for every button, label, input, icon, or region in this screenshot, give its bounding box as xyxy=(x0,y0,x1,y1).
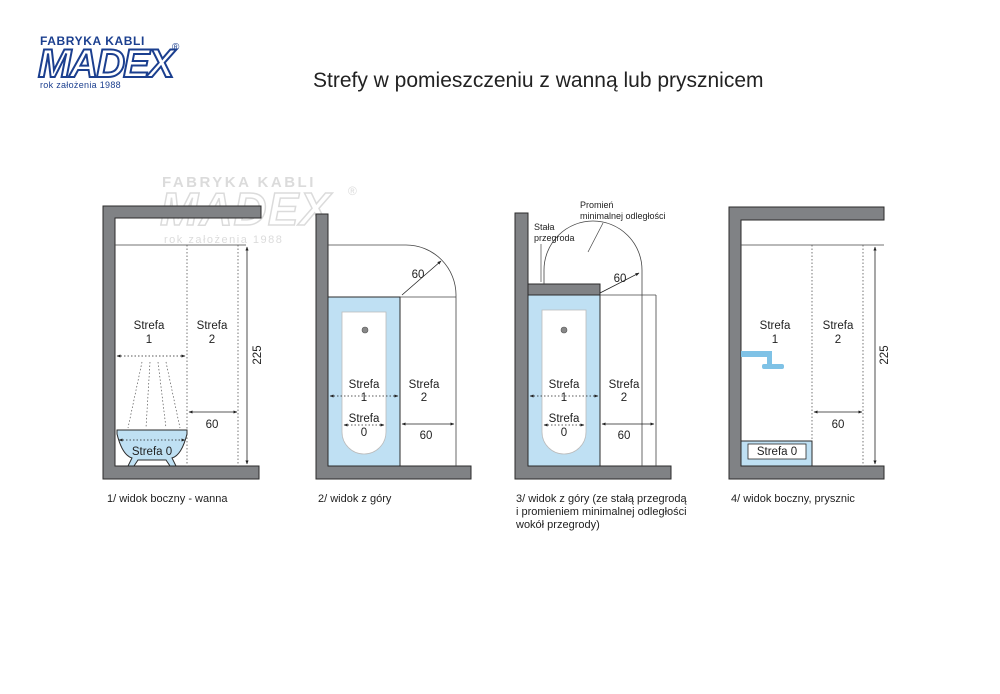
view3-drain-icon xyxy=(560,326,568,334)
view3-zone0-word: Strefa xyxy=(549,413,580,425)
view3-zone2-word: Strefa xyxy=(609,379,640,391)
view1-spray-line xyxy=(165,361,181,429)
view4-shower-head-icon xyxy=(762,364,784,369)
view4-side-shower: Strefa 1 Strefa 2 Strefa 0 60 225 xyxy=(728,206,891,480)
view3-tub-basin xyxy=(541,309,587,455)
view4-walls xyxy=(728,206,885,480)
logo-sub-text: rok założenia 1988 xyxy=(40,80,121,90)
view3-fixed-partition xyxy=(527,283,601,296)
view3-radius-arrow xyxy=(599,272,640,294)
view2-width-label: 60 xyxy=(420,430,433,442)
view4-shower-tray-inner xyxy=(747,443,807,460)
view2-zone0-number: 0 xyxy=(361,427,367,439)
view2-zone1-number: 1 xyxy=(361,392,367,404)
view1-zone1-number: 1 xyxy=(146,334,152,346)
view3-walls xyxy=(514,212,672,480)
view4-height-label: 225 xyxy=(879,345,891,364)
view2-radius-arc xyxy=(405,244,457,466)
view1-side-bathtub: Strefa 1 Strefa 2 Strefa 0 60 225 xyxy=(102,205,264,480)
view3-partition-label-line2: przegroda xyxy=(534,233,575,243)
view2-radius-label: 60 xyxy=(412,269,425,281)
view2-zone0-word: Strefa xyxy=(349,413,380,425)
view1-width-label: 60 xyxy=(206,419,219,431)
view1-spray-line xyxy=(157,361,167,429)
view4-zone1-number: 1 xyxy=(772,334,778,346)
view3-caption: 3/ widok z góry (ze stałą przegrodą i pr… xyxy=(516,493,687,532)
view3-partition-label-line1: Stała xyxy=(534,222,555,232)
watermark-sub-text: rok założenia 1988 xyxy=(164,234,284,246)
view2-drain-icon xyxy=(361,326,369,334)
view2-caption: 2/ widok z góry xyxy=(318,493,392,505)
view4-zone2-number: 2 xyxy=(835,334,841,346)
view2-tub-basin xyxy=(341,311,387,455)
logo-main-text: MADEX xyxy=(37,42,175,86)
view2-zone2-number: 2 xyxy=(421,392,427,404)
madex-logo: FABRYKA KABLI MADEX ® rok założenia 1988 xyxy=(37,34,188,92)
view3-caption-line2: i promieniem minimalnej odległości xyxy=(516,506,687,518)
view3-width-label: 60 xyxy=(618,430,631,442)
view1-zone0-label: Strefa 0 xyxy=(132,446,172,458)
view1-height-label: 225 xyxy=(252,345,264,364)
view1-spray-line xyxy=(127,361,143,429)
view4-shower-pipe xyxy=(767,351,772,364)
view3-radius-label: 60 xyxy=(614,273,627,285)
watermark-top-text: FABRYKA KABLI xyxy=(162,174,316,191)
page-title: Strefy w pomieszczeniu z wanną lub prysz… xyxy=(313,69,764,92)
view4-zone2-word: Strefa xyxy=(823,320,854,332)
view1-zone2-number: 2 xyxy=(209,334,215,346)
view3-zone0-number: 0 xyxy=(561,427,567,439)
view4-shower-arm xyxy=(741,351,771,357)
view1-spray-line xyxy=(145,361,151,429)
view2-zone1-word: Strefa xyxy=(349,379,380,391)
logo-registered-mark: ® xyxy=(172,42,180,53)
view1-zone1-word: Strefa xyxy=(134,320,165,332)
view4-caption: 4/ widok boczny, prysznic xyxy=(731,493,855,505)
view1-zone2-word: Strefa xyxy=(197,320,228,332)
view3-radius-label-line1: Promień xyxy=(580,200,614,210)
view4-zone1-word: Strefa xyxy=(760,320,791,332)
view3-zone1-number: 1 xyxy=(561,392,567,404)
view2-top-view: Strefa 1 Strefa 0 Strefa 2 60 60 xyxy=(315,213,472,480)
view3-top-view-partition: Stała przegroda Promień minimalnej odleg… xyxy=(514,200,672,480)
watermark-registered-mark: ® xyxy=(348,184,357,198)
view2-zone2-word: Strefa xyxy=(409,379,440,391)
view1-walls xyxy=(102,205,262,480)
view4-zone0-label: Strefa 0 xyxy=(757,446,797,458)
view2-radius-arrow xyxy=(401,260,442,296)
view1-caption: 1/ widok boczny - wanna xyxy=(107,493,228,505)
view3-zone2-number: 2 xyxy=(621,392,627,404)
view2-walls xyxy=(315,213,472,480)
view3-zone1-word: Strefa xyxy=(549,379,580,391)
view3-radius-pointer xyxy=(587,222,604,253)
view3-caption-line3: wokół przegrody) xyxy=(516,519,600,531)
view3-radius-arc xyxy=(543,220,643,466)
view3-caption-line1: 3/ widok z góry (ze stałą przegrodą xyxy=(516,493,687,505)
view4-width-label: 60 xyxy=(832,419,845,431)
logo-top-text: FABRYKA KABLI xyxy=(40,34,145,48)
view3-radius-label-line2: minimalnej odległości xyxy=(580,211,666,221)
